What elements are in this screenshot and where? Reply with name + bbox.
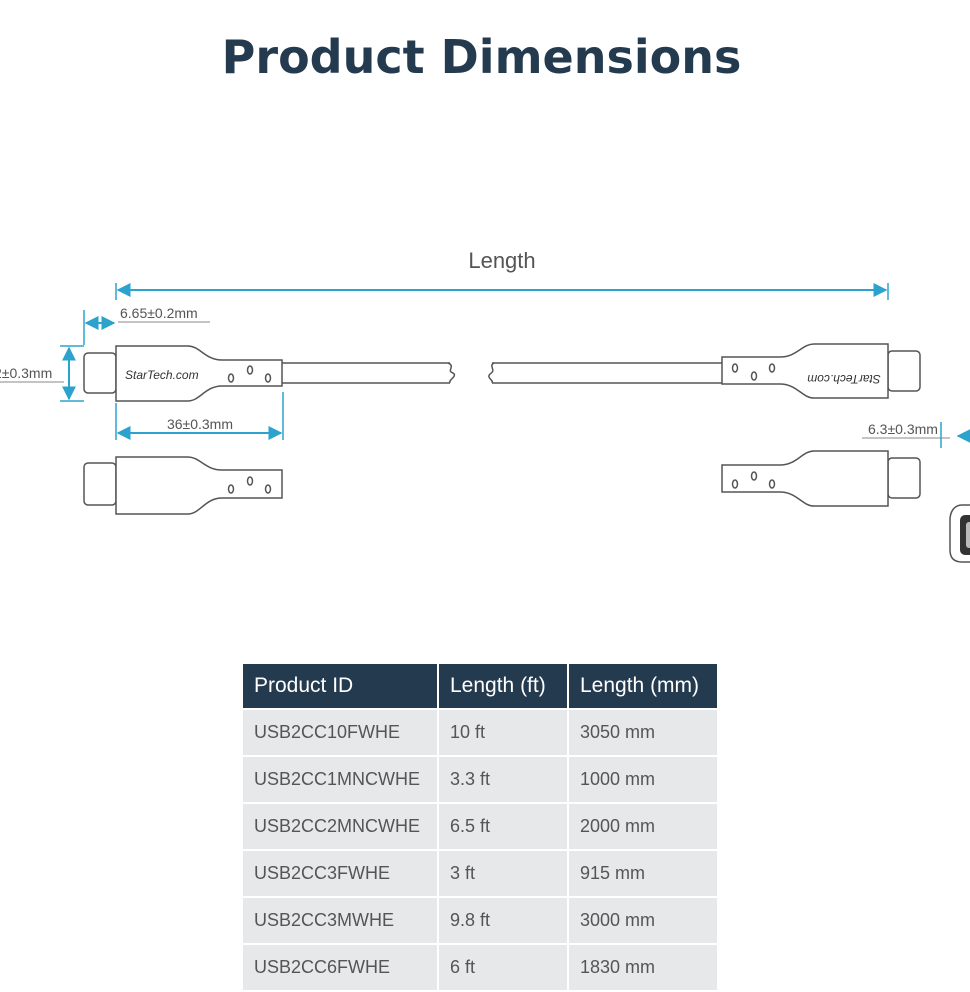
cell-length-mm: 3050 mm <box>569 710 717 755</box>
header-length-mm: Length (mm) <box>569 664 717 708</box>
header-product-id: Product ID <box>243 664 437 708</box>
table-row: USB2CC6FWHE 6 ft 1830 mm <box>243 945 717 990</box>
cell-product-id: USB2CC3MWHE <box>243 898 437 943</box>
table-row: USB2CC10FWHE 10 ft 3050 mm <box>243 710 717 755</box>
connector-top-right: StarTech.com <box>721 343 921 399</box>
page-title: Product Dimensions <box>221 30 742 84</box>
cell-product-id: USB2CC10FWHE <box>243 710 437 755</box>
table-row: USB2CC3MWHE 9.8 ft 3000 mm <box>243 898 717 943</box>
table-row: USB2CC2MNCWHE 6.5 ft 2000 mm <box>243 804 717 849</box>
cell-length-ft: 6 ft <box>439 945 567 990</box>
length-label: Length <box>468 248 535 273</box>
plug-depth-label: 6.3±0.3mm <box>868 421 938 437</box>
cell-length-ft: 10 ft <box>439 710 567 755</box>
cell-length-mm: 3000 mm <box>569 898 717 943</box>
product-length-table: Product ID Length (ft) Length (mm) USB2C… <box>241 662 719 992</box>
table-row: USB2CC1MNCWHE 3.3 ft 1000 mm <box>243 757 717 802</box>
connector-length-dimension: 36±0.3mm <box>115 392 284 440</box>
length-dimension: Length <box>115 248 889 300</box>
plug-depth-dimension: 6.3±0.3mm <box>862 421 970 448</box>
cell-product-id: USB2CC3FWHE <box>243 851 437 896</box>
header-length-ft: Length (ft) <box>439 664 567 708</box>
cell-product-id: USB2CC2MNCWHE <box>243 804 437 849</box>
cell-product-id: USB2CC6FWHE <box>243 945 437 990</box>
cell-length-ft: 3.3 ft <box>439 757 567 802</box>
head-width-label: 6.65±0.2mm <box>120 305 198 321</box>
cell-length-ft: 6.5 ft <box>439 804 567 849</box>
cell-length-ft: 9.8 ft <box>439 898 567 943</box>
brand-label-left: StarTech.com <box>125 368 199 382</box>
cell-length-ft: 3 ft <box>439 851 567 896</box>
cable-left <box>282 362 456 384</box>
head-width-dimension: 6.65±0.2mm <box>83 305 210 345</box>
cell-length-mm: 2000 mm <box>569 804 717 849</box>
connector-bottom-left <box>83 456 283 515</box>
cell-length-mm: 1000 mm <box>569 757 717 802</box>
brand-label-right: StarTech.com <box>807 372 881 386</box>
cable-right <box>488 362 722 384</box>
table-row: USB2CC3FWHE 3 ft 915 mm <box>243 851 717 896</box>
plug-end-view <box>949 504 970 563</box>
cell-length-mm: 1830 mm <box>569 945 717 990</box>
connector-bottom-right <box>721 450 921 507</box>
head-height-dimension: 2±0.3mm <box>0 345 84 402</box>
cell-length-mm: 915 mm <box>569 851 717 896</box>
cell-product-id: USB2CC1MNCWHE <box>243 757 437 802</box>
connector-length-label: 36±0.3mm <box>167 416 233 432</box>
cable-dimension-diagram: Length 6.65±0.2mm 2±0.3mm StarTech.com <box>0 248 970 563</box>
head-height-label: 2±0.3mm <box>0 365 52 381</box>
table-header-row: Product ID Length (ft) Length (mm) <box>243 664 717 708</box>
connector-top-left: StarTech.com <box>83 345 283 402</box>
